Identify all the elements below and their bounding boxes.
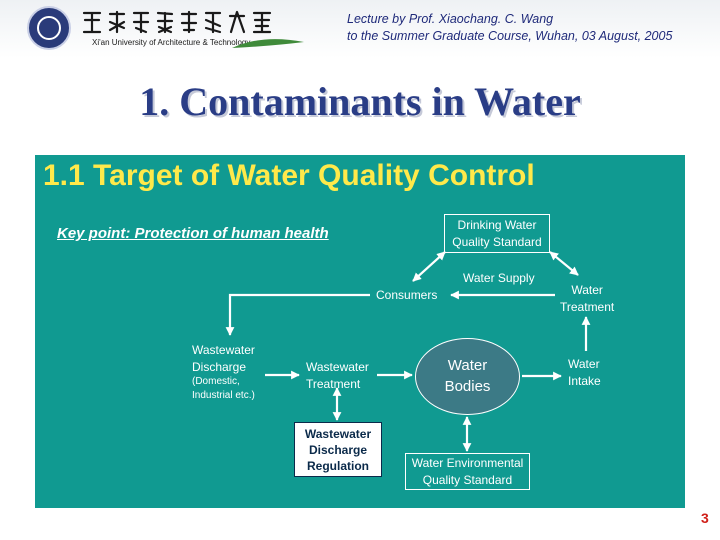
water-treatment-label: Water Treatment xyxy=(560,282,614,316)
page-number: 3 xyxy=(701,510,709,526)
arrow-drinking-standard-to-treatment xyxy=(549,251,579,276)
water-bodies-line-2: Bodies xyxy=(444,378,491,395)
water-intake-line-1: Water xyxy=(568,357,600,371)
content-panel: 1.1 Target of Water Quality Control Key … xyxy=(35,155,685,508)
water-bodies-node: Water Bodies xyxy=(415,338,520,415)
drinking-standard-line-1: Drinking Water xyxy=(457,218,537,232)
seal-ring xyxy=(37,16,61,40)
discharge-sub-line-1: (Domestic, xyxy=(192,376,240,387)
ww-treatment-line-2: Treatment xyxy=(306,377,361,391)
lecture-credit-line-2: to the Summer Graduate Course, Wuhan, 03… xyxy=(347,29,673,43)
water-supply-label: Water Supply xyxy=(463,271,535,285)
key-point-text: Key point: Protection of human health xyxy=(57,225,329,242)
lecture-credit-line-1: Lecture by Prof. Xiaochang. C. Wang xyxy=(347,12,554,26)
drinking-water-quality-standard-box: Drinking Water Quality Standard xyxy=(444,214,550,253)
regulation-line-1: Wastewater xyxy=(304,427,372,441)
header-banner: Xi'an University of Architecture & Techn… xyxy=(0,0,720,58)
section-title: 1.1 Target of Water Quality Control xyxy=(43,159,535,192)
arrow-consumers-to-discharge xyxy=(225,293,370,336)
water-treatment-line-2: Treatment xyxy=(560,300,615,314)
university-name-english: Xi'an University of Architecture & Techn… xyxy=(92,38,251,47)
university-seal-logo xyxy=(27,6,71,50)
wastewater-treatment-label: Wastewater Treatment xyxy=(306,359,369,393)
water-intake-label: Water Intake xyxy=(568,356,601,390)
regulation-line-3: Regulation xyxy=(307,459,369,473)
discharge-sources-label: (Domestic, Industrial etc.) xyxy=(192,375,255,403)
discharge-sub-line-2: Industrial etc.) xyxy=(192,390,255,401)
water-treatment-line-1: Water xyxy=(571,283,603,297)
university-name-calligraphy-logo xyxy=(82,10,272,34)
discharge-line-1: Wastewater xyxy=(192,343,255,357)
ww-treatment-line-1: Wastewater xyxy=(306,360,369,374)
consumers-label: Consumers xyxy=(376,288,438,302)
discharge-line-2: Discharge xyxy=(192,360,247,374)
arrow-consumers-to-drinking-standard xyxy=(412,251,446,282)
regulation-line-2: Discharge xyxy=(308,443,368,457)
water-environmental-quality-standard-box: Water Environmental Quality Standard xyxy=(405,453,530,490)
wastewater-discharge-regulation-box: Wastewater Discharge Regulation xyxy=(294,422,382,477)
water-intake-line-2: Intake xyxy=(568,374,601,388)
water-bodies-line-1: Water xyxy=(447,357,488,374)
drinking-standard-line-2: Quality Standard xyxy=(452,235,542,249)
slide-title: 1. Contaminants in Water xyxy=(139,79,581,124)
env-standard-line-1: Water Environmental xyxy=(411,456,524,470)
wastewater-discharge-label: Wastewater Discharge xyxy=(192,342,255,376)
env-standard-line-2: Quality Standard xyxy=(422,473,513,487)
leaf-decoration-icon xyxy=(232,39,304,48)
